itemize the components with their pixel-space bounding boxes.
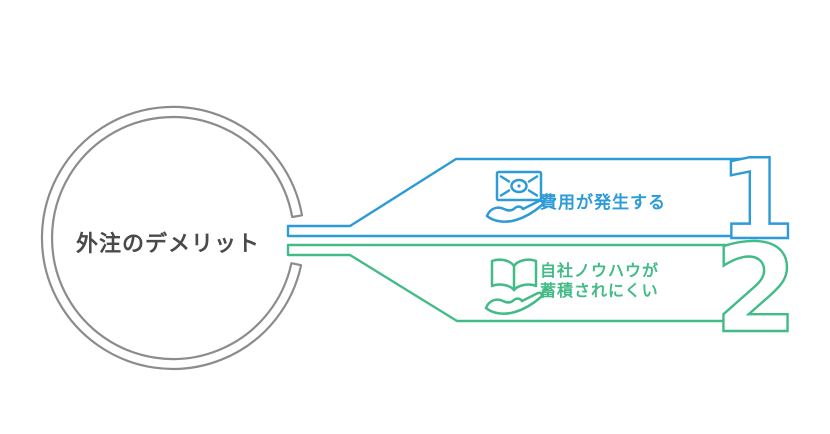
center-circle-ring bbox=[40, 105, 304, 371]
hand-thumb-line bbox=[484, 297, 524, 310]
item-1-label: 費用が発生する bbox=[540, 188, 666, 213]
hand-thumb-line bbox=[485, 205, 525, 218]
item-1-banner bbox=[286, 157, 762, 238]
item-1-number: 1 bbox=[718, 136, 795, 265]
item-2-banner bbox=[286, 243, 762, 323]
banknote-center-dot bbox=[517, 184, 521, 188]
center-title: 外注のデメリット bbox=[75, 231, 260, 256]
banknote-shape bbox=[495, 170, 543, 202]
banknote-corner-lines bbox=[499, 175, 539, 197]
hand-palm-line bbox=[485, 199, 545, 223]
book-right-page bbox=[512, 258, 538, 292]
item-2-label: 自社ノウハウが 蓄積されにくい bbox=[540, 262, 659, 302]
money-in-hand-icon bbox=[485, 170, 545, 223]
hand-palm-line bbox=[484, 291, 544, 315]
item-2-label-line2: 蓄積されにくい bbox=[540, 283, 659, 300]
open-book-in-hand-icon bbox=[484, 258, 544, 315]
item-2-number: 2 bbox=[714, 219, 798, 360]
book-left-page bbox=[490, 258, 516, 292]
item-2-label-line1: 自社ノウハウが bbox=[540, 263, 660, 280]
banknote-center-oval bbox=[510, 178, 528, 194]
item-1-label-line1: 費用が発生する bbox=[540, 193, 666, 212]
